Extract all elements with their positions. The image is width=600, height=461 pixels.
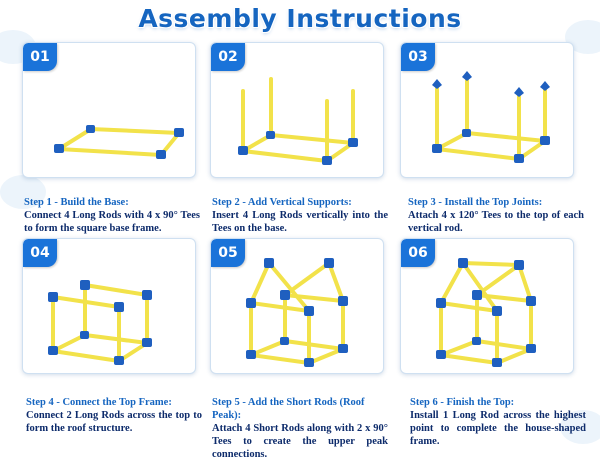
step-6-caption: Step 6 - Finish the Top: Install 1 Long … xyxy=(410,396,586,448)
step-4-text: Connect 2 Long Rods across the top to fo… xyxy=(26,410,202,434)
step-2-title: Step 2 - Add Vertical Supports: xyxy=(212,197,352,208)
step-2-panel: 02 xyxy=(210,42,384,178)
step-3-panel: 03 xyxy=(400,42,574,178)
step-4-caption: Step 4 - Connect the Top Frame: Connect … xyxy=(26,396,202,435)
step-3-caption: Step 3 - Install the Top Joints: Attach … xyxy=(408,196,584,235)
step-2-caption: Step 2 - Add Vertical Supports: Insert 4… xyxy=(212,196,388,235)
step-5-text: Attach 4 Short Rods along with 2 x 90° T… xyxy=(212,423,388,460)
step-2-text: Insert 4 Long Rods vertically into the T… xyxy=(212,210,388,234)
step-3-title: Step 3 - Install the Top Joints: xyxy=(408,197,543,208)
step-4-number-badge: 04 xyxy=(23,239,57,267)
step-4-illustration xyxy=(48,280,152,365)
step-3-illustration xyxy=(432,71,550,163)
step-5-panel: 05 xyxy=(210,238,384,374)
step-1-caption: Step 1 - Build the Base: Connect 4 Long … xyxy=(24,196,200,235)
step-2-illustration xyxy=(238,77,358,165)
step-4-title: Step 4 - Connect the Top Frame: xyxy=(26,397,172,408)
step-1-text: Connect 4 Long Rods with 4 x 90° Tees to… xyxy=(24,210,200,234)
step-5-caption: Step 5 - Add the Short Rods (Roof Peak):… xyxy=(212,396,388,461)
step-6-text: Install 1 Long Rod across the highest po… xyxy=(410,410,586,447)
step-6-number-badge: 06 xyxy=(401,239,435,267)
step-4-panel: 04 xyxy=(22,238,196,374)
step-1-panel: 01 xyxy=(22,42,196,178)
page-title: Assembly Instructions xyxy=(138,4,462,33)
step-3-number-badge: 03 xyxy=(401,43,435,71)
step-3-text: Attach 4 x 120° Tees to the top of each … xyxy=(408,210,584,234)
step-6-illustration xyxy=(436,258,536,367)
step-5-title: Step 5 - Add the Short Rods (Roof Peak): xyxy=(212,397,365,421)
step-6-title: Step 6 - Finish the Top: xyxy=(410,397,515,408)
step-6-panel: 06 xyxy=(400,238,574,374)
step-1-title: Step 1 - Build the Base: xyxy=(24,197,129,208)
step-2-number-badge: 02 xyxy=(211,43,245,71)
step-1-illustration xyxy=(54,125,184,159)
step-5-number-badge: 05 xyxy=(211,239,245,267)
step-5-illustration xyxy=(246,258,348,367)
step-1-number-badge: 01 xyxy=(23,43,57,71)
background-paw-icon xyxy=(560,410,600,444)
background-paw-icon xyxy=(0,175,46,209)
